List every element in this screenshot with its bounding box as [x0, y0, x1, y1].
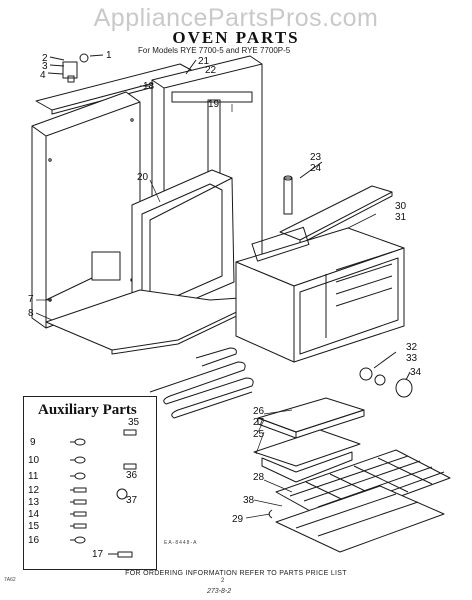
- oven-light-parts: [359, 351, 413, 398]
- callout-25: 25: [253, 429, 265, 440]
- callout-31: 31: [395, 212, 407, 223]
- callout-1: 1: [106, 50, 112, 61]
- auxiliary-small-parts: [70, 429, 137, 558]
- diagram-code: EA-8448-A: [164, 540, 198, 546]
- callout-35: 35: [128, 417, 140, 428]
- model-subtitle: For Models RYE 7700-5 and RYE 7700P-5: [138, 46, 291, 55]
- callout-33: 33: [406, 353, 418, 364]
- callout-16: 16: [28, 535, 40, 546]
- callout-3: 3: [42, 61, 48, 72]
- callout-34: 34: [410, 367, 422, 378]
- auxiliary-parts-box: [23, 396, 157, 570]
- callout-13: 13: [28, 497, 40, 508]
- watermark: AppliancePartsPros.com: [93, 4, 379, 32]
- callout-37: 37: [126, 495, 138, 506]
- callout-18: 18: [143, 81, 155, 92]
- page-number: 2: [221, 578, 225, 584]
- callout-15: 15: [28, 521, 40, 532]
- callout-22: 22: [205, 65, 217, 76]
- callout-27: 27: [253, 417, 265, 428]
- lower-rack: [268, 485, 445, 553]
- page-title: OVEN PARTS: [172, 28, 300, 47]
- bottom-code: 273-8-2: [207, 588, 232, 595]
- callout-12: 12: [28, 485, 40, 496]
- callout-9: 9: [30, 437, 36, 448]
- callout-38: 38: [243, 495, 255, 506]
- auxiliary-parts-title: Auxiliary Parts: [38, 402, 137, 418]
- front-frame: [131, 169, 235, 319]
- callout-30: 30: [395, 201, 407, 212]
- ordering-footer: FOR ORDERING INFORMATION REFER TO PARTS …: [125, 570, 347, 577]
- callout-24: 24: [310, 163, 322, 174]
- callout-28: 28: [253, 472, 265, 483]
- callout-21: 21: [198, 56, 210, 67]
- callout-20: 20: [137, 172, 149, 183]
- broil-element: [149, 347, 254, 419]
- oven-rack: [275, 449, 451, 523]
- callout-10: 10: [28, 455, 40, 466]
- callout-19: 19: [208, 99, 220, 110]
- callout-26: 26: [253, 406, 265, 417]
- callout-labels: 1 2 3 4 18 21 22 19 20 23 24 30 31 7 8 3…: [28, 50, 422, 560]
- callout-8: 8: [28, 308, 34, 319]
- left-code: 7A62: [4, 577, 16, 583]
- top-rail: [279, 161, 393, 245]
- callout-29: 29: [232, 514, 244, 525]
- oven-cavity: [235, 226, 405, 363]
- leader-lines: [35, 104, 377, 519]
- callout-32: 32: [406, 342, 418, 353]
- callout-11: 11: [28, 471, 39, 482]
- callout-23: 23: [310, 152, 322, 163]
- callout-2: 2: [42, 53, 48, 64]
- callout-4: 4: [40, 70, 46, 81]
- callout-7: 7: [28, 294, 34, 305]
- callout-14: 14: [28, 509, 40, 520]
- bracket-parts-1-4: [47, 53, 104, 83]
- callout-17: 17: [92, 549, 104, 560]
- callout-36: 36: [126, 470, 138, 481]
- broiler-pan: [253, 397, 365, 483]
